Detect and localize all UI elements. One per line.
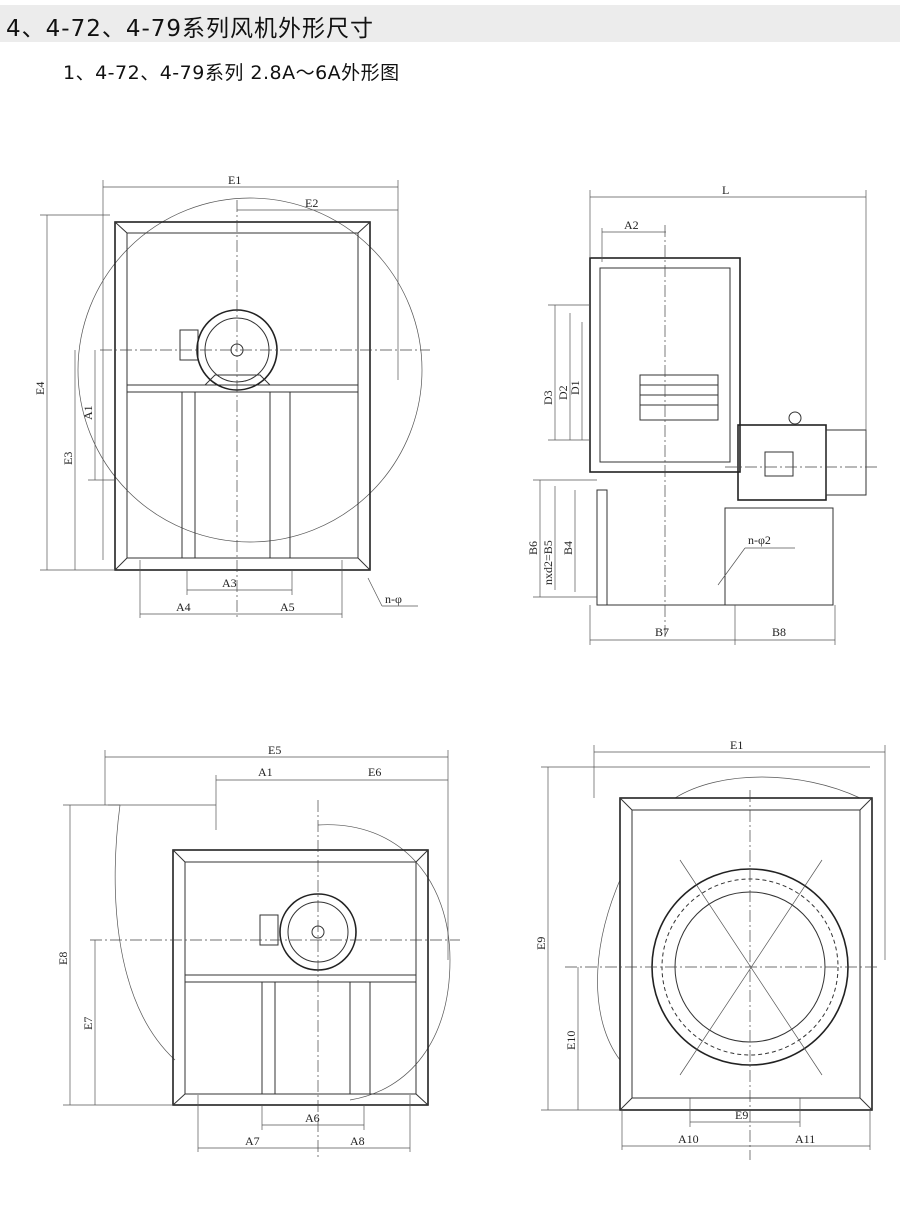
dim-holes2: n-φ2 bbox=[748, 533, 771, 547]
dim-E5: E5 bbox=[268, 743, 281, 757]
front-view: E1 E2 E4 E3 A1 A3 A4 A5 n-φ bbox=[33, 173, 430, 620]
dim-nxd2: nxd2=B5 bbox=[541, 540, 555, 585]
dim-B6: B6 bbox=[526, 541, 540, 555]
dim-E8: E8 bbox=[56, 952, 70, 965]
section-header: 4、4-72、4-79系列风机外形尺寸 bbox=[0, 5, 900, 42]
dim-D3: D3 bbox=[541, 390, 555, 405]
dim-E4: E4 bbox=[33, 382, 47, 395]
front-view-2: E5 A1 E6 E8 E7 A6 A7 A8 bbox=[56, 743, 460, 1160]
dim-holes: n-φ bbox=[385, 592, 402, 606]
dim-A1-2: A1 bbox=[258, 765, 273, 779]
dim-E7: E7 bbox=[81, 1017, 95, 1030]
dim-E1: E1 bbox=[228, 173, 241, 187]
dim-A10: A10 bbox=[678, 1132, 699, 1146]
section-title: 4、4-72、4-79系列风机外形尺寸 bbox=[6, 16, 375, 42]
dim-B4: B4 bbox=[561, 541, 575, 555]
dim-A8: A8 bbox=[350, 1134, 365, 1148]
dim-E3: E3 bbox=[61, 452, 75, 465]
dim-E9: E9 bbox=[534, 937, 548, 950]
dim-A3: A3 bbox=[222, 576, 237, 590]
dim-A11: A11 bbox=[795, 1132, 815, 1146]
dim-D1: D1 bbox=[568, 380, 582, 395]
dim-A6: A6 bbox=[305, 1111, 320, 1125]
dim-E10: E10 bbox=[564, 1031, 578, 1050]
dim-A5: A5 bbox=[280, 600, 295, 614]
drawing-subtitle: 1、4-72、4-79系列 2.8A～6A外形图 bbox=[63, 62, 400, 84]
dim-A2: A2 bbox=[624, 218, 639, 232]
dim-A7: A7 bbox=[245, 1134, 260, 1148]
dim-B7: B7 bbox=[655, 625, 669, 639]
dim-A1: A1 bbox=[81, 405, 95, 420]
dim-E1-back: E1 bbox=[730, 738, 743, 752]
back-view: E1 E9 E10 E9 A10 A11 bbox=[534, 738, 886, 1160]
dim-A4: A4 bbox=[176, 600, 191, 614]
dim-E2: E2 bbox=[305, 196, 318, 210]
dim-B8: B8 bbox=[772, 625, 786, 639]
dim-E9-bottom: E9 bbox=[735, 1108, 748, 1122]
dim-E6: E6 bbox=[368, 765, 381, 779]
dim-L: L bbox=[722, 183, 729, 197]
side-view: L A2 D3 D2 D1 B6 nxd2=B5 B4 B7 B8 n-φ2 bbox=[526, 183, 880, 645]
dim-D2: D2 bbox=[556, 385, 570, 400]
